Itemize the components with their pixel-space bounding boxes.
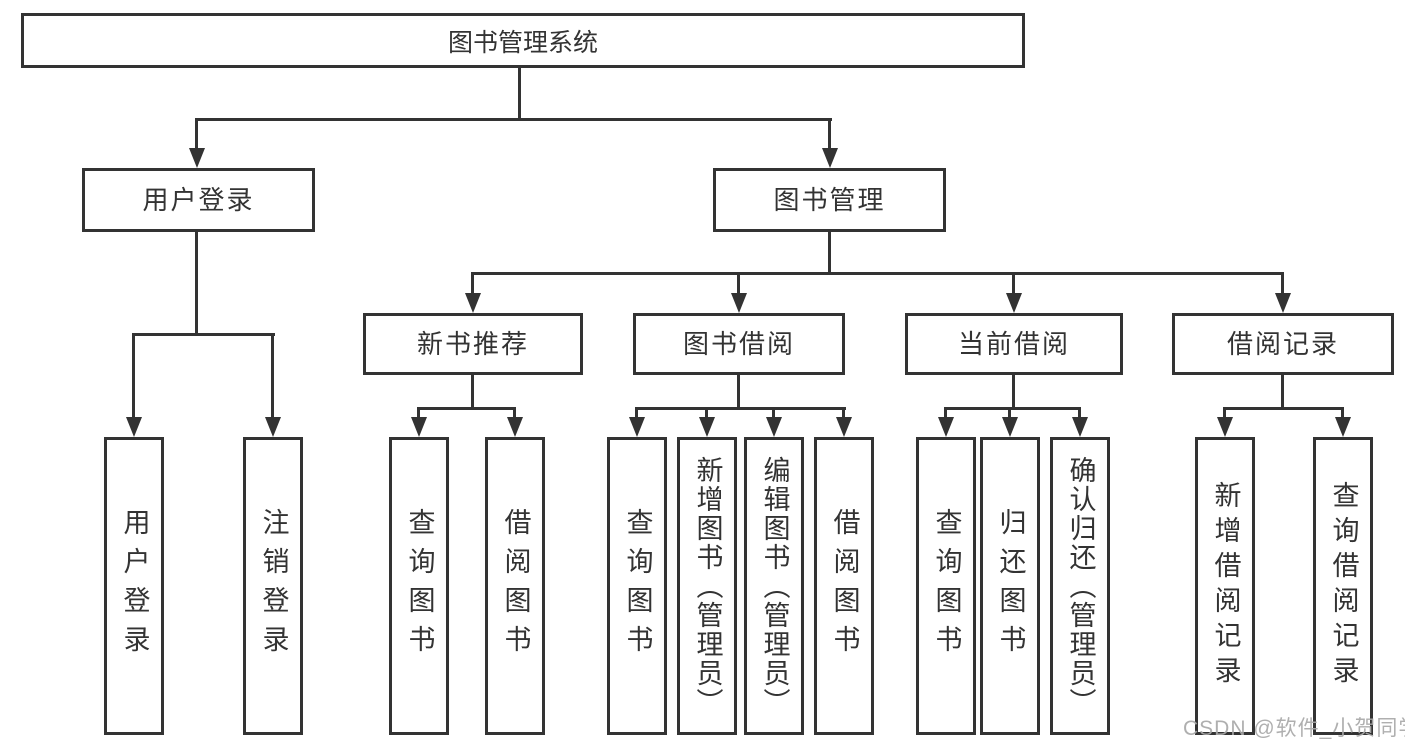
node-book-borrowing: 图书借阅 xyxy=(633,313,845,375)
connector-stem xyxy=(1341,407,1344,421)
node-user-login: 用户登录 xyxy=(82,168,315,232)
leaf-label: 归还图书 xyxy=(995,508,1026,664)
connector-stub xyxy=(828,232,831,275)
node-borrowing-records: 借阅记录 xyxy=(1172,313,1394,375)
connector-rail xyxy=(132,333,275,336)
connector-stem xyxy=(1012,272,1015,297)
arrow-down-icon xyxy=(938,417,954,437)
leaf-label: 借阅图书 xyxy=(829,508,860,664)
leaf-label: 确认归还（管理员） xyxy=(1065,455,1096,717)
arrow-down-icon xyxy=(189,148,205,168)
leaf-label: 查询借阅记录 xyxy=(1328,481,1359,691)
connector-stem xyxy=(737,272,740,297)
node-current-borrowing: 当前借阅 xyxy=(905,313,1123,375)
arrow-down-icon xyxy=(699,417,715,437)
arrow-down-icon xyxy=(265,417,281,437)
arrow-down-icon xyxy=(465,293,481,313)
connector-rail xyxy=(417,407,516,410)
leaf-label: 注销登录 xyxy=(258,508,289,664)
connector-stem xyxy=(195,118,198,152)
connector-stub xyxy=(737,375,740,409)
connector-stem xyxy=(1078,407,1081,421)
connector-rail xyxy=(944,407,1081,410)
leaf-label: 用户登录 xyxy=(119,508,150,664)
leaf-edit-books-admin: 编辑图书（管理员） xyxy=(744,437,804,735)
connector-rail xyxy=(1223,407,1344,410)
connector-stem xyxy=(417,407,420,421)
connector-stem xyxy=(271,333,274,421)
arrow-down-icon xyxy=(822,148,838,168)
arrow-down-icon xyxy=(836,417,852,437)
leaf-label: 新增图书（管理员） xyxy=(692,455,723,717)
connector-stem xyxy=(842,407,845,421)
connector-stem xyxy=(635,407,638,421)
connector-stem xyxy=(828,118,831,152)
leaf-add-borrow-record: 新增借阅记录 xyxy=(1195,437,1255,735)
arrow-down-icon xyxy=(411,417,427,437)
node-label: 图书借阅 xyxy=(682,329,795,359)
arrow-down-icon xyxy=(126,417,142,437)
leaf-label: 查询图书 xyxy=(622,508,653,664)
node-label: 图书管理系统 xyxy=(447,28,598,57)
leaf-user-login: 用户登录 xyxy=(104,437,164,735)
leaf-label: 查询图书 xyxy=(404,508,435,664)
leaf-borrow-books-recommend: 借阅图书 xyxy=(485,437,545,735)
connector-level3-rail xyxy=(471,272,1284,275)
arrow-down-icon xyxy=(1002,417,1018,437)
leaf-query-borrow-record: 查询借阅记录 xyxy=(1313,437,1373,735)
connector-stub xyxy=(1281,375,1284,409)
connector-stub xyxy=(195,232,198,333)
node-book-management: 图书管理 xyxy=(713,168,946,232)
leaf-query-books-borrowing: 查询图书 xyxy=(607,437,667,735)
node-label: 图书管理 xyxy=(773,185,886,215)
connector-stem xyxy=(132,333,135,421)
connector-stub xyxy=(1012,375,1015,409)
arrow-down-icon xyxy=(1072,417,1088,437)
csdn-watermark: CSDN @软件_小贺同学 xyxy=(1183,717,1405,740)
connector-stem xyxy=(1008,407,1011,421)
leaf-label: 查询图书 xyxy=(931,508,962,664)
connector-stub xyxy=(471,375,474,409)
node-label: 新书推荐 xyxy=(416,329,529,359)
leaf-borrow-books: 借阅图书 xyxy=(814,437,874,735)
arrow-down-icon xyxy=(1275,293,1291,313)
connector-root-stub xyxy=(518,68,521,118)
connector-stem xyxy=(1223,407,1226,421)
arrow-down-icon xyxy=(629,417,645,437)
leaf-return-books: 归还图书 xyxy=(980,437,1040,735)
leaf-label: 编辑图书（管理员） xyxy=(759,455,790,717)
arrow-down-icon xyxy=(1006,293,1022,313)
connector-stem xyxy=(705,407,708,421)
leaf-add-books-admin: 新增图书（管理员） xyxy=(677,437,737,735)
arrow-down-icon xyxy=(1217,417,1233,437)
node-label: 用户登录 xyxy=(142,185,255,215)
leaf-query-books-recommend: 查询图书 xyxy=(389,437,449,735)
node-label: 借阅记录 xyxy=(1226,329,1339,359)
connector-stem xyxy=(944,407,947,421)
leaf-label: 借阅图书 xyxy=(500,508,531,664)
leaf-logout: 注销登录 xyxy=(243,437,303,735)
connector-stem xyxy=(772,407,775,421)
leaf-query-books-current: 查询图书 xyxy=(916,437,976,735)
node-label: 当前借阅 xyxy=(957,329,1070,359)
node-new-book-recommend: 新书推荐 xyxy=(363,313,583,375)
arrow-down-icon xyxy=(766,417,782,437)
arrow-down-icon xyxy=(731,293,747,313)
node-library-management-system: 图书管理系统 xyxy=(21,13,1025,68)
connector-stem xyxy=(513,407,516,421)
arrow-down-icon xyxy=(507,417,523,437)
leaf-label: 新增借阅记录 xyxy=(1210,481,1241,691)
connector-stem xyxy=(471,272,474,297)
arrow-down-icon xyxy=(1335,417,1351,437)
connector-stem xyxy=(1281,272,1284,297)
connector-rail xyxy=(635,407,846,410)
connector-level2-rail xyxy=(196,118,832,121)
leaf-confirm-return-admin: 确认归还（管理员） xyxy=(1050,437,1110,735)
